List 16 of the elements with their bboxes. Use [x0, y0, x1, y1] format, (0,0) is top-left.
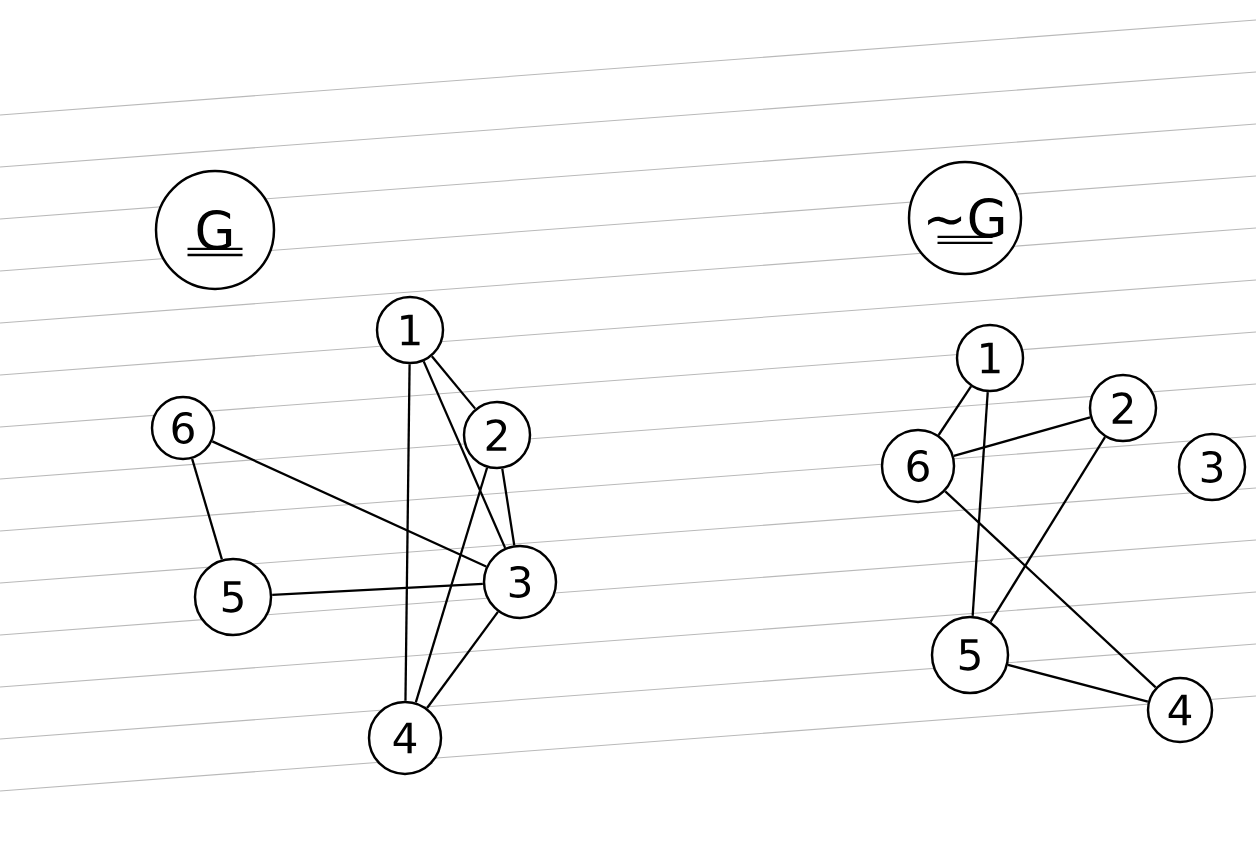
edge-line — [944, 490, 1157, 689]
node-label: 3 — [1201, 451, 1223, 483]
edge-line — [501, 468, 516, 546]
edge-line — [211, 440, 487, 568]
edge-line — [422, 360, 507, 549]
edge-line — [191, 458, 223, 560]
edge-line — [430, 355, 477, 410]
edge-line — [414, 467, 489, 703]
edge-line — [937, 385, 972, 436]
edge-line — [272, 582, 483, 597]
edge-line — [989, 436, 1106, 623]
edge-line — [971, 392, 989, 616]
edge-line — [426, 611, 499, 709]
edge-line — [953, 416, 1091, 457]
edge-line — [404, 364, 411, 701]
edge-line — [1007, 663, 1149, 703]
